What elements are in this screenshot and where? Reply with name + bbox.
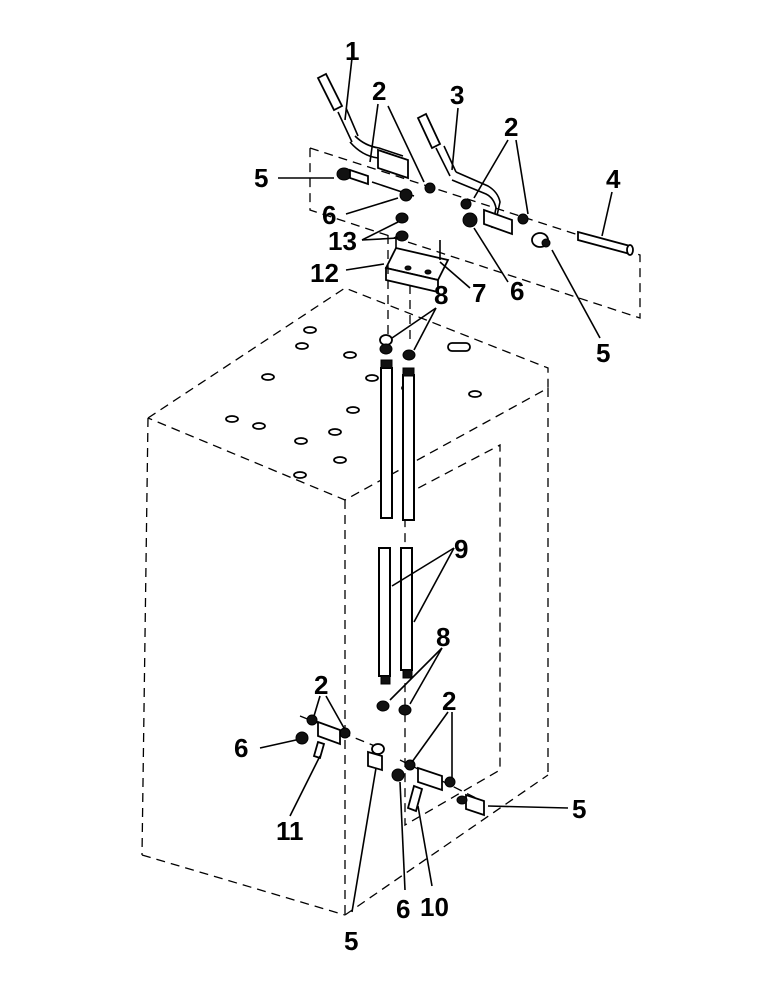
callout-5: 5 <box>344 926 358 956</box>
callout-8: 8 <box>434 280 448 310</box>
upper-fittings <box>336 167 551 248</box>
callout-6: 6 <box>510 276 524 306</box>
bracket <box>384 236 450 294</box>
callout-labels: 1 2 3 2 4 5 6 13 12 7 6 5 8 9 8 2 2 6 11… <box>234 36 621 956</box>
callout-5: 5 <box>254 163 268 193</box>
callout-2: 2 <box>442 686 456 716</box>
lower-left-fittings <box>295 714 385 772</box>
callout-5: 5 <box>596 338 610 368</box>
leader-lines <box>259 57 613 913</box>
handle-right <box>416 112 513 236</box>
callout-2: 2 <box>314 670 328 700</box>
callout-11: 11 <box>276 816 304 846</box>
callout-2: 2 <box>372 76 386 106</box>
lower-right-fittings <box>391 759 485 817</box>
callout-4: 4 <box>606 164 621 194</box>
nuts <box>376 334 416 716</box>
callout-10: 10 <box>420 892 449 922</box>
upper-assembly-frame <box>309 147 641 319</box>
callout-2: 2 <box>504 112 518 142</box>
callout-5: 5 <box>572 794 586 824</box>
cabinet-top-holes <box>225 326 482 479</box>
callout-3: 3 <box>450 80 464 110</box>
callout-1: 1 <box>345 36 359 66</box>
rods <box>378 359 415 685</box>
callout-6: 6 <box>396 894 410 924</box>
callout-12: 12 <box>310 258 339 288</box>
callout-9: 9 <box>454 534 468 564</box>
callout-6: 6 <box>234 733 248 763</box>
callout-7: 7 <box>472 278 486 308</box>
callout-13: 13 <box>328 226 357 256</box>
callout-6: 6 <box>322 200 336 230</box>
cabinet-outline <box>141 287 549 916</box>
callout-8: 8 <box>436 622 450 652</box>
pin <box>577 230 634 256</box>
